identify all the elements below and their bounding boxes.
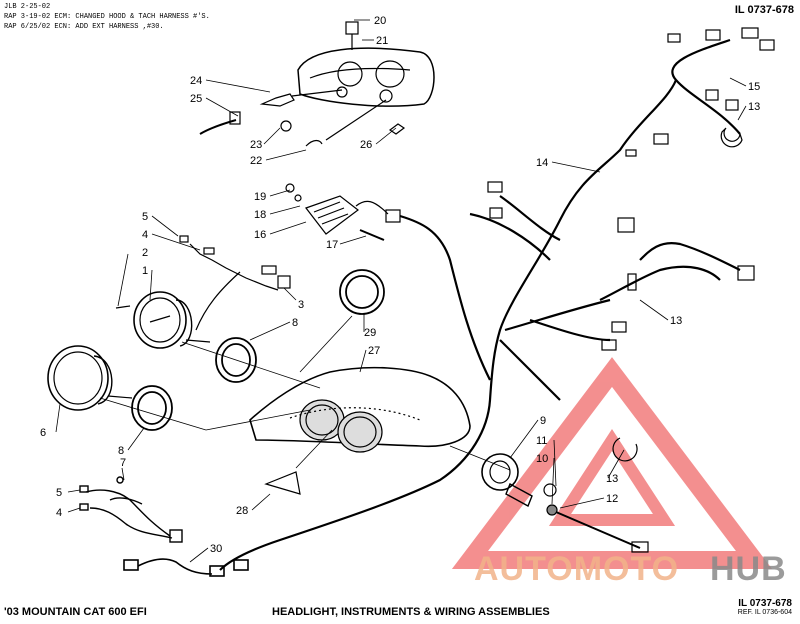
revision-note: RAP 6/25/02 ECN: ADD EXT HARNESS ,#30. <box>4 23 164 31</box>
callout-5: 5 <box>56 487 62 499</box>
footer-ref: IL 0737-678 REF. IL 0736-604 <box>738 598 792 616</box>
callout-16: 16 <box>254 229 266 241</box>
callout-13: 13 <box>606 473 618 485</box>
revision-notes: JLB 2-25-02 RAP 3-19-02 ECM: CHANGED HOO… <box>4 2 210 32</box>
callout-22: 22 <box>250 155 262 167</box>
diagram-title: HEADLIGHT, INSTRUMENTS & WIRING ASSEMBLI… <box>272 606 550 618</box>
model-name: '03 MOUNTAIN CAT 600 EFI <box>4 606 147 618</box>
watermark-part1: AUTOMOTO <box>474 550 679 588</box>
callout-21: 21 <box>376 35 388 47</box>
gauge-sub-harness <box>79 476 183 543</box>
callout-23: 23 <box>250 139 262 151</box>
voltage-regulator <box>285 183 389 241</box>
callout-15: 15 <box>748 81 760 93</box>
callout-4: 4 <box>56 507 62 519</box>
callout-12: 12 <box>606 493 618 505</box>
callout-leaders <box>55 19 747 563</box>
main-wiring-harness <box>219 38 741 571</box>
headlight-assembly <box>297 21 435 107</box>
callout-25: 25 <box>190 93 202 105</box>
callout-13: 13 <box>748 101 760 113</box>
watermark-text: AUTOMOTO HUB <box>474 550 787 588</box>
callout-19: 19 <box>254 191 266 203</box>
watermark-logo <box>451 357 773 569</box>
speedometer-gauge <box>115 235 291 349</box>
callout-8: 8 <box>118 445 124 457</box>
headlight-socket-parts <box>199 89 406 147</box>
callout-1: 1 <box>142 265 148 277</box>
callout-30: 30 <box>210 543 222 555</box>
callout-28: 28 <box>236 505 248 517</box>
illustration-ref: IL 0737-678 <box>734 4 794 16</box>
watermark-part2: HUB <box>710 550 787 588</box>
instrument-panel <box>249 366 471 453</box>
callout-10: 10 <box>536 453 548 465</box>
footer-ref-main: IL 0737-678 <box>738 598 792 609</box>
callout-2: 2 <box>142 247 148 259</box>
callout-5: 5 <box>142 211 148 223</box>
revision-note: JLB 2-25-02 <box>4 3 51 11</box>
callout-8: 8 <box>292 317 298 329</box>
callout-3: 3 <box>298 299 304 311</box>
callout-4: 4 <box>142 229 148 241</box>
footer-ref-sub: REF. IL 0736-604 <box>737 609 792 616</box>
leader-lines <box>99 315 511 471</box>
callout-9: 9 <box>540 415 546 427</box>
callout-24: 24 <box>190 75 202 87</box>
warning-decal <box>264 471 301 495</box>
callout-13: 13 <box>670 315 682 327</box>
tachometer-gauge <box>47 345 133 411</box>
callout-27: 27 <box>368 345 380 357</box>
callout-26: 26 <box>360 139 372 151</box>
callout-18: 18 <box>254 209 266 221</box>
callout-11: 11 <box>536 435 547 447</box>
callout-17: 17 <box>326 239 338 251</box>
switch-assembly <box>481 437 649 553</box>
callout-20: 20 <box>374 15 386 27</box>
harness-connectors <box>385 27 775 351</box>
extension-harness <box>123 558 249 577</box>
callout-29: 29 <box>364 327 376 339</box>
callout-6: 6 <box>40 427 46 439</box>
revision-note: RAP 3-19-02 ECM: CHANGED HOOD & TACH HAR… <box>4 13 210 21</box>
callout-14: 14 <box>536 157 548 169</box>
callout-7: 7 <box>120 457 126 469</box>
